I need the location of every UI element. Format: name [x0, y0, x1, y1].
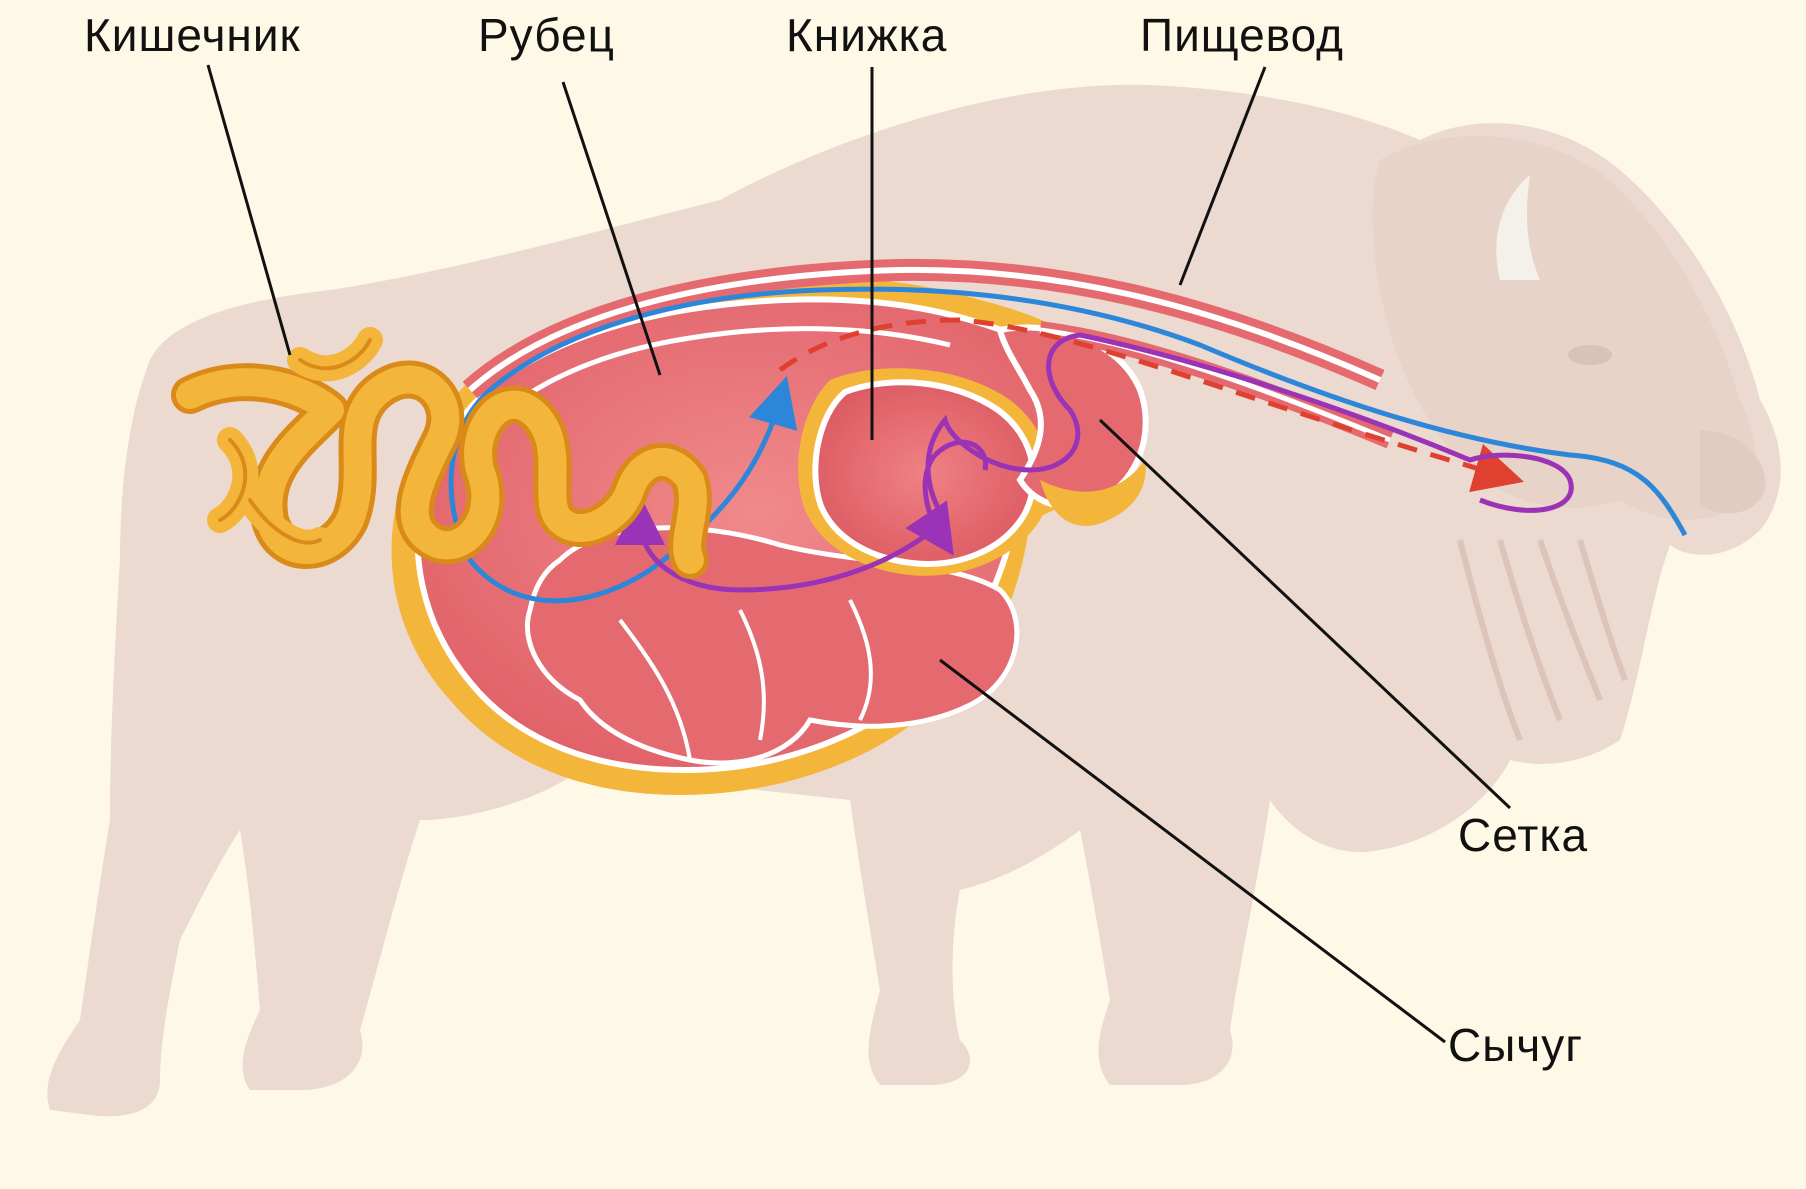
label-reticulum: Сетка [1458, 812, 1588, 858]
label-intestine: Кишечник [84, 12, 301, 58]
label-abomasum: Сычуг [1448, 1022, 1583, 1068]
label-esophagus: Пищевод [1140, 12, 1344, 58]
label-rumen: Рубец [478, 12, 615, 58]
eye-icon [1568, 345, 1612, 365]
label-omasum: Книжка [786, 12, 947, 58]
